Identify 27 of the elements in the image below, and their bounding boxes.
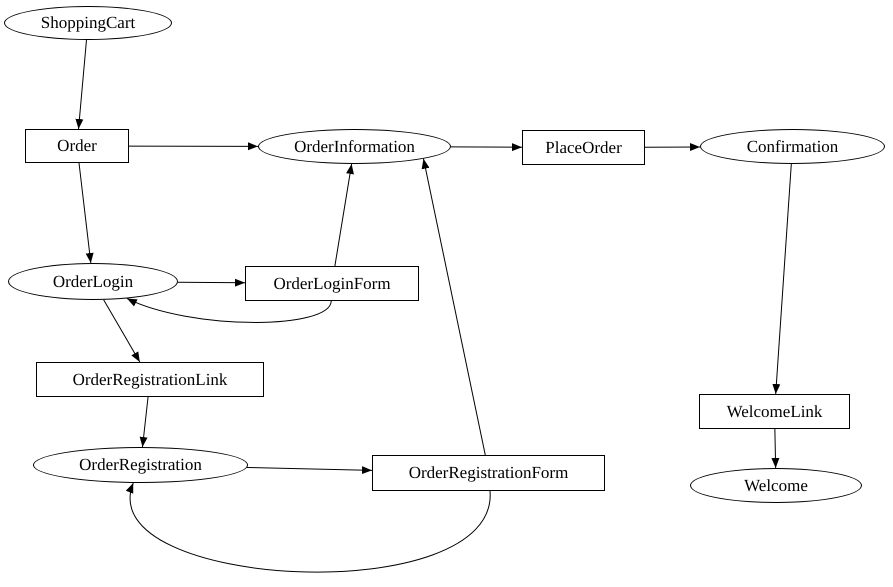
arrow (103, 299, 140, 362)
arrow (78, 162, 94, 264)
process-box: OrderRegistrationForm (372, 455, 605, 491)
state-ellipse: OrderInformation (258, 129, 451, 164)
arrow (177, 278, 246, 287)
arrow (334, 164, 354, 266)
arrow (422, 158, 486, 456)
process-box: PlaceOrder (522, 130, 645, 165)
arrow (126, 298, 332, 323)
process-box: OrderLoginForm (245, 266, 419, 301)
arrow (644, 143, 701, 151)
state-ellipse: Confirmation (700, 129, 885, 164)
process-box: WelcomeLink (699, 394, 850, 429)
arrow (140, 396, 149, 448)
state-ellipse: ShoppingCart (4, 6, 172, 40)
process-box: OrderRegistrationLink (36, 362, 264, 397)
arrow (771, 428, 780, 468)
state-ellipse: OrderLogin (8, 263, 178, 300)
process-box: Order (25, 129, 129, 163)
arrow (450, 143, 522, 152)
arrow (772, 164, 792, 394)
arrow (128, 142, 258, 150)
arrow (128, 482, 490, 572)
state-ellipse: Welcome (690, 468, 862, 503)
arrow (75, 40, 87, 130)
arrow (246, 466, 372, 474)
state-ellipse: OrderRegistration (33, 447, 248, 483)
